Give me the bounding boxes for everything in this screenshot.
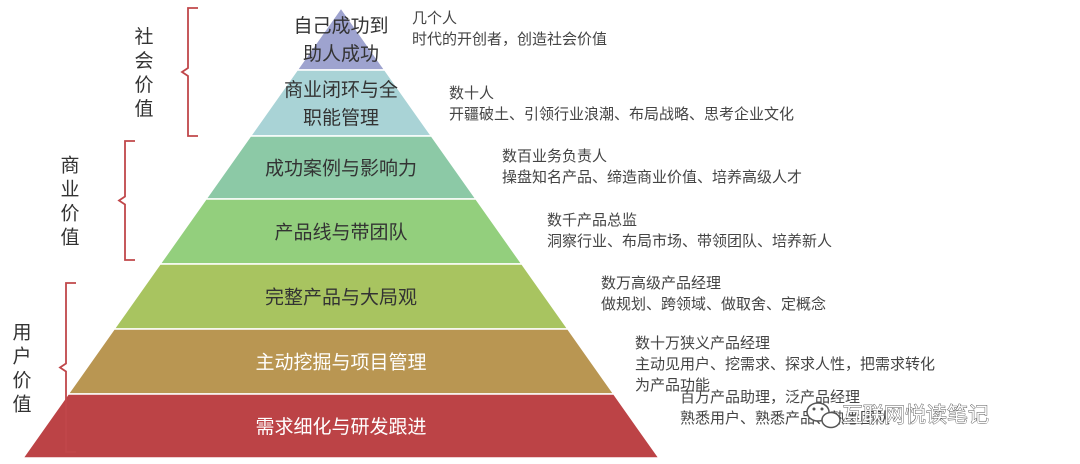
- group-label-1: 会: [134, 50, 153, 72]
- layer-label-5: 完整产品与大局观: [265, 287, 417, 309]
- layer-label-4: 产品线与带团队: [274, 222, 407, 244]
- layer-label-2: 职能管理: [303, 107, 379, 129]
- watermark: 互联网悦读笔记: [806, 402, 989, 429]
- layer-note-2: 开疆破土、引领行业浪潮、布局战略、思考企业文化: [449, 105, 794, 123]
- layer-label-6: 主动挖掘与项目管理: [255, 352, 426, 374]
- layer-note-5: 做规划、跨领域、做取舍、定概念: [601, 295, 826, 313]
- layer-note-7: 百万产品助理，泛产品经理: [680, 388, 860, 406]
- layer-label-7: 需求细化与研发跟进: [255, 416, 426, 438]
- layer-note-6: 主动见用户、挖需求、探求人性，把需求转化: [635, 355, 935, 373]
- group-label-1: 社: [134, 26, 153, 48]
- group-label-2: 商: [60, 155, 79, 177]
- layer-note-1: 几个人: [412, 9, 457, 27]
- layer-note-4: 洞察行业、布局市场、带领团队、培养新人: [547, 232, 832, 250]
- layer-label-1: 助人成功: [303, 43, 379, 65]
- layer-note-6: 为产品功能: [635, 376, 710, 394]
- group-bracket-3: [58, 282, 76, 453]
- group-label-1: 值: [134, 98, 153, 120]
- layer-note-2: 数十人: [449, 84, 494, 102]
- layer-note-1: 时代的开创者，创造社会价值: [412, 30, 607, 48]
- layer-note-6: 数十万狭义产品经理: [635, 334, 770, 352]
- group-bracket-1: [180, 7, 198, 137]
- group-label-3: 户: [12, 346, 31, 368]
- layer-note-3: 操盘知名产品、缔造商业价值、培养高级人才: [502, 168, 802, 186]
- watermark-text: 互联网悦读笔记: [842, 403, 989, 427]
- layer-label-1: 自己成功到: [293, 15, 388, 37]
- wechat-icon: [806, 402, 841, 429]
- layer-label-3: 成功案例与影响力: [265, 158, 417, 180]
- group-label-2: 值: [60, 227, 79, 249]
- group-label-3: 值: [12, 394, 31, 416]
- pyramid-layer-7: [21, 393, 661, 459]
- group-bracket-2: [117, 140, 135, 261]
- pyramid-layers: 自己成功到助人成功商业闭环与全职能管理成功案例与影响力产品线与带团队完整产品与大…: [21, 6, 661, 459]
- layer-note-4: 数千产品总监: [547, 211, 637, 229]
- group-label-2: 业: [60, 179, 79, 201]
- group-label-1: 价: [134, 74, 153, 96]
- group-label-3: 用: [12, 322, 31, 344]
- layer-notes: 几个人时代的开创者，创造社会价值数十人开疆破土、引领行业浪潮、布局战略、思考企业…: [412, 9, 935, 427]
- group-label-2: 价: [60, 203, 79, 225]
- layer-note-3: 数百业务负责人: [502, 147, 607, 165]
- layer-note-5: 数万高级产品经理: [601, 274, 721, 292]
- group-label-3: 价: [12, 370, 31, 392]
- layer-label-2: 商业闭环与全: [284, 79, 398, 101]
